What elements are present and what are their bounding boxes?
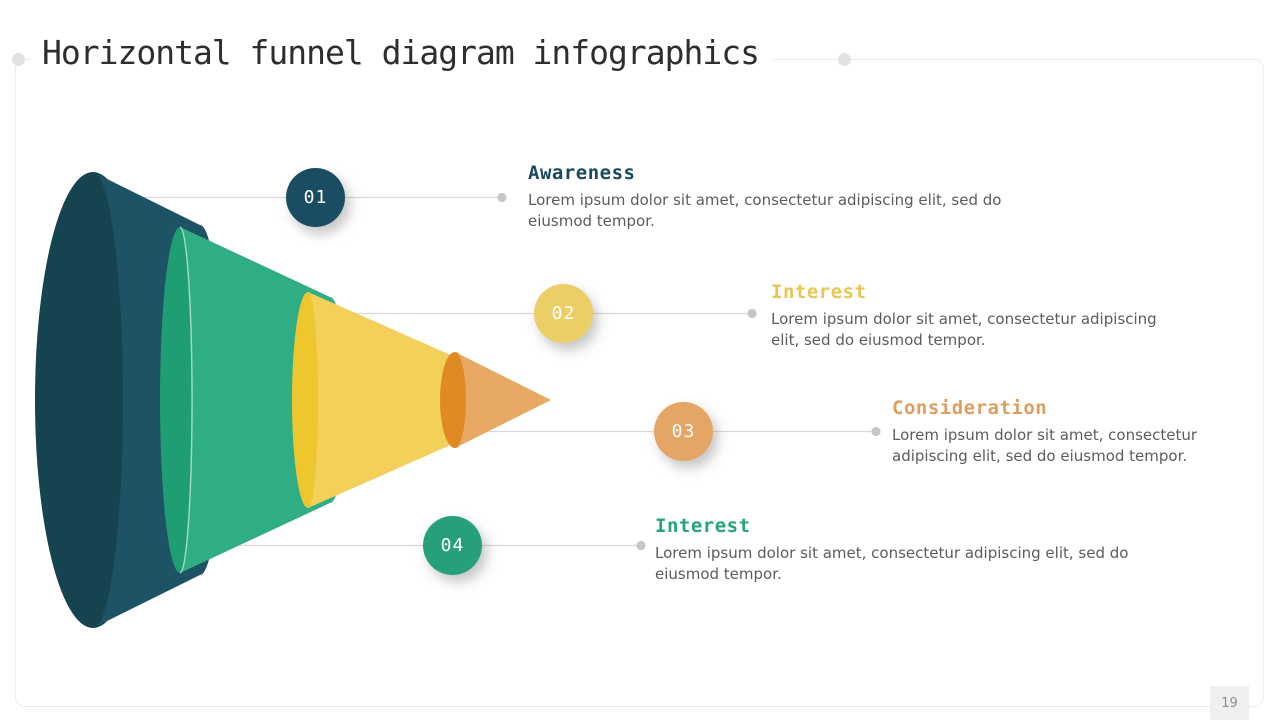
stage-block-interest-2: Interest Lorem ipsum dolor sit amet, con… [655, 515, 1185, 585]
connector-dot-04 [636, 540, 646, 551]
connector-dot-01 [497, 192, 507, 203]
cone-tip-orange [455, 352, 551, 448]
stage-badge-04: 04 [423, 516, 482, 575]
stage-label: Interest [655, 515, 751, 537]
title-start-dot [12, 53, 25, 66]
stage-label: Consideration [892, 397, 1048, 419]
stage-badge-01: 01 [286, 168, 345, 227]
stage-description: Lorem ipsum dolor sit amet, consectetur … [655, 544, 1129, 583]
page-number: 19 [1210, 686, 1249, 720]
stage-block-interest-1: Interest Lorem ipsum dolor sit amet, con… [771, 281, 1211, 351]
stage-block-consideration: Consideration Lorem ipsum dolor sit amet… [892, 397, 1242, 467]
stage-badge-02: 02 [534, 284, 593, 343]
title-end-dot [838, 53, 851, 66]
cone-body-yellow [308, 292, 475, 508]
stage-badge-03: 03 [654, 402, 713, 461]
stage-description: Lorem ipsum dolor sit amet, consectetur … [892, 426, 1198, 465]
cone-highlight-green [179, 226, 193, 574]
cone-cap-yellow [292, 292, 324, 508]
cone-cap-orange [440, 352, 470, 448]
connector-dot-03 [871, 426, 881, 437]
page-title: Horizontal funnel diagram infographics [30, 33, 773, 76]
stage-label: Awareness [528, 162, 636, 184]
stage-block-awareness: Awareness Lorem ipsum dolor sit amet, co… [528, 162, 1058, 232]
stage-label: Interest [771, 281, 867, 303]
connector-end-dots [497, 192, 881, 551]
connector-dot-02 [747, 308, 757, 319]
stage-description: Lorem ipsum dolor sit amet, consectetur … [771, 310, 1157, 349]
stage-description: Lorem ipsum dolor sit amet, consectetur … [528, 191, 1002, 230]
